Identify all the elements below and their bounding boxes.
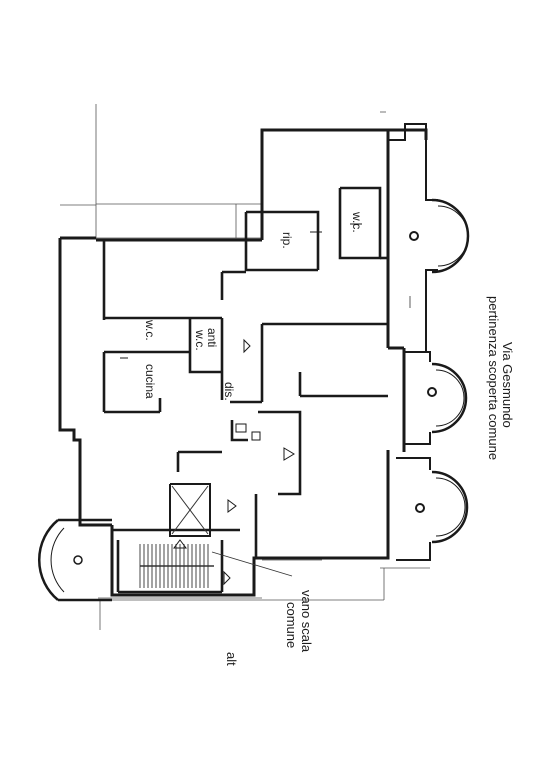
wc-top-label: w.c. [350, 212, 364, 233]
alt-label: alt [224, 652, 239, 666]
door-markers [120, 223, 362, 586]
comune-label: comune [284, 602, 299, 649]
rip-label: rip. [280, 232, 294, 249]
site-context-lines [60, 104, 430, 630]
elevator-shaft [171, 485, 209, 535]
wc-label: w.c. [143, 320, 157, 341]
vano-scala-label: vano scala [299, 590, 314, 653]
cucina-label: cucina [143, 364, 157, 399]
leader-line-vano-scala [211, 551, 293, 577]
outer-walls [58, 128, 428, 597]
anti-wc-label: w.c. [193, 330, 207, 351]
left-balcony [37, 518, 112, 602]
facade-balconies [387, 123, 470, 561]
interior-walls [102, 186, 388, 594]
dis-label: dis. [222, 382, 236, 401]
stair-treads [139, 544, 214, 588]
pertinenza-label: pertinenza scoperta comune [486, 296, 501, 461]
street-label: Via Gesmundo [500, 342, 515, 428]
